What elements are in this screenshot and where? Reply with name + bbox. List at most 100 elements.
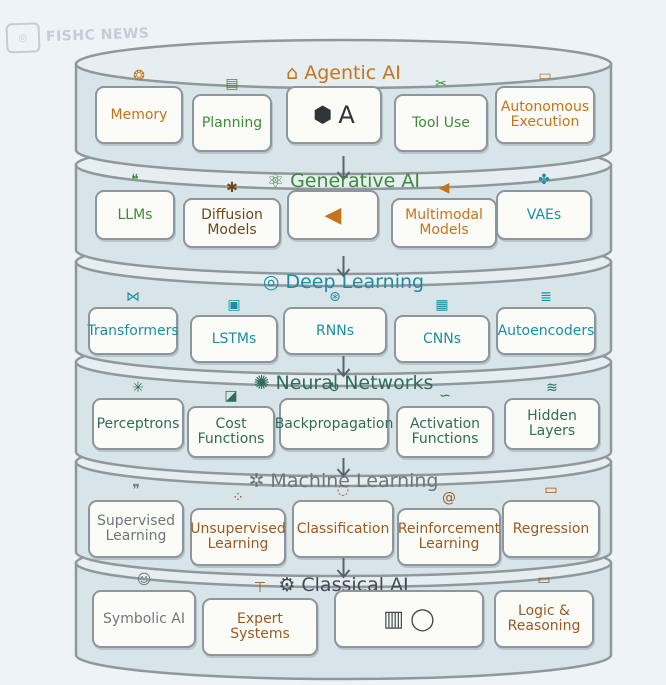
layer-arrow [336,558,351,579]
card-agentic-1: ▤ Planning [192,77,272,152]
loop-nodes-icon: ⊛ [329,289,341,305]
card-label: Reinforcement Learning [397,521,501,552]
card-ml-0: ❞ Supervised Learning [88,483,184,558]
card-classical-0: ☺ Symbolic AI [92,573,196,648]
book-lines-icon: ▥ [383,606,405,632]
person-icon: ☺ [136,572,152,588]
card-inline-text: A [338,100,355,129]
atom-icon: ⚛ [267,170,285,192]
card-deep-4: ≣ Autoencoders [496,290,596,355]
card-label: CNNs [422,330,461,347]
card-deep-2: ⊛ RNNs [283,290,387,355]
card-generative-4: ✤ VAEs [496,173,592,240]
card-label: Autonomous Execution [500,99,590,130]
hierarchy-icon: ⊤ [253,580,267,596]
card-neural-3: ∽ Activation Functions [396,389,494,458]
layer-arrow [336,156,351,181]
card-neural-1: ◪Cost Functions [187,389,275,458]
board-icon: ▭ [537,572,551,588]
molecule-icon: ✤ [538,172,550,188]
card-deep-3: ▦ CNNs [394,298,490,363]
layer-arrow [336,256,351,278]
curve-icon: ∽ [439,388,451,404]
card-generative-2: ◀ [287,190,379,240]
brain-icon: ❂ [133,68,145,84]
card-neural-0: ✳ Perceptrons [92,381,184,450]
speech-icon: ◌ [336,482,350,498]
card-label: Planning [201,114,263,131]
card-label: Symbolic AI [103,610,185,627]
card-deep-0: ⋈ Transformers [87,290,179,355]
card-label: LSTMs [211,330,257,347]
ring-icon: ◯ [410,606,435,632]
card-icon-group: ▥◯ [383,606,435,632]
gears-icon: ⚙ [278,574,296,596]
card-label: Transformers [87,322,179,339]
browser-window-icon: ▭ [538,68,552,84]
card-ml-1: ⁘ Unsupervised Learning [190,491,286,566]
card-label: Hidden Layers [527,408,577,439]
card-label: LLMs [117,206,153,223]
card-icon-group: ⬢A [313,100,355,129]
house-icon: ⌂ [286,62,299,84]
card-agentic-3: ✂Tool Use [394,77,488,152]
chat-bubbles-icon: ❞ [132,482,140,498]
layer-arrow [336,356,351,378]
card-label: Logic & Reasoning [507,603,581,634]
gear-cluster-icon: ✲ [248,470,265,492]
layer-title-generative: ⚛Generative AI [267,170,420,192]
layer-title-ml: ✲Machine Learning [249,470,439,492]
card-neural-2: ↻Backpropagation [275,381,393,450]
layers-icon: ≋ [546,380,558,396]
speaker-image-icon: ◀ [324,202,342,228]
card-generative-1: ✱ Diffusion Models [183,181,281,248]
card-label: Diffusion Models [201,207,263,238]
card-label: Supervised Learning [97,513,175,544]
card-label: VAEs [526,206,562,223]
speaker-icon: ◀ [438,180,450,196]
stack-icon: ≣ [540,289,552,305]
layer-title-deep: ◎Deep Learning [263,271,424,293]
card-agentic-2: ⬢A [286,86,382,144]
card-generative-0: ❝LLMs [95,173,175,240]
card-label: RNNs [316,322,354,339]
neural-icon: ✺ [253,372,270,394]
card-ml-4: ▭ Regression [502,483,600,558]
perceptron-icon: ✳ [132,380,144,396]
card-label: Activation Functions [409,416,481,447]
card-label: Cost Functions [197,416,265,447]
card-generative-3: ◀Multimodal Models [391,181,497,248]
layer-title-text: Machine Learning [270,470,439,492]
grid-icon: ▦ [435,297,449,313]
card-ml-2: ◌ Classification [292,483,394,558]
card-neural-4: ≋ Hidden Layers [504,381,600,450]
network-nodes-icon: ⋈ [126,289,140,305]
card-classical-2: ▥◯ [334,590,484,648]
monitor-icon: ▭ [544,482,558,498]
card-label: Expert Systems [230,611,290,642]
card-classical-4: ▭ Logic & Reasoning [494,573,594,648]
layer-title-text: Agentic AI [304,62,401,84]
scatter-icon: ⁘ [232,490,244,506]
layer-title-text: Neural Networks [275,372,434,394]
card-label: Classification [296,520,390,537]
card-label: Tool Use [412,114,470,131]
card-label: Perceptrons [96,415,180,432]
card-agentic-0: ❂Memory [95,69,183,144]
card-agentic-4: ▭ Autonomous Execution [495,69,595,144]
card-label: Autoencoders [497,322,595,339]
diffusion-icon: ✱ [226,180,238,196]
card-deep-1: ▣LSTMs [190,298,278,363]
card-label: Unsupervised Learning [190,521,286,552]
layer-title-text: Deep Learning [285,271,425,293]
card-ml-3: @Reinforcement Learning [397,491,501,566]
layer-arrow [336,458,351,478]
layer-title-neural: ✺Neural Networks [254,372,434,394]
card-label: Regression [512,520,590,537]
layer-title-text: Generative AI [290,170,420,192]
card-icon-group: ◀ [324,202,342,228]
swirl-icon: ◎ [262,271,280,293]
card-label: Backpropagation [274,415,394,432]
clipboard-icon: ▤ [225,76,239,92]
